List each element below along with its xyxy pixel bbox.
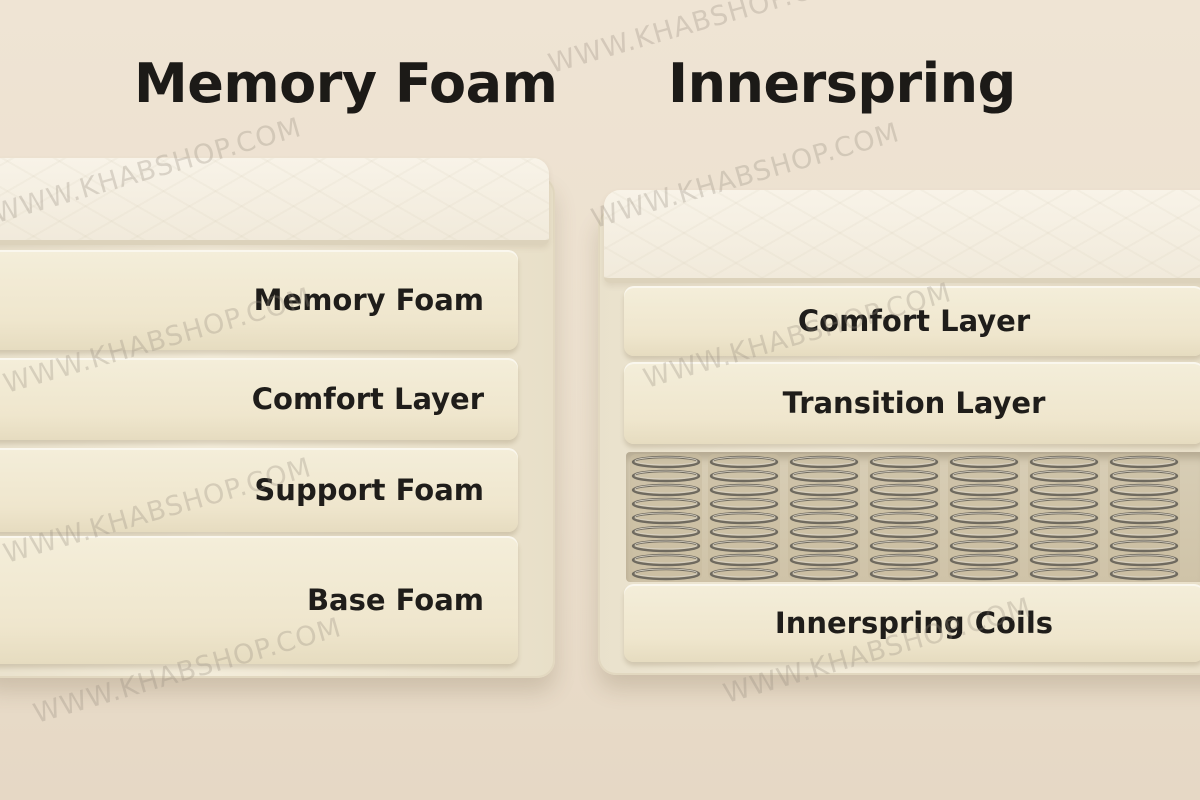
layer-label: Transition Layer <box>782 386 1046 420</box>
spring-coil <box>1108 454 1180 581</box>
layer-comfort: Comfort Layer <box>0 358 518 440</box>
quilted-topper <box>0 158 549 245</box>
layer-comfort: Comfort Layer <box>624 286 1200 356</box>
spring-coil <box>1028 454 1100 581</box>
layer-memory-foam: Memory Foam <box>0 250 518 350</box>
coil-zone <box>626 452 1200 582</box>
layer-label: Comfort Layer <box>251 382 484 416</box>
layer-label: Innerspring Coils <box>774 606 1054 640</box>
quilted-topper <box>604 190 1200 283</box>
layer-label: Base Foam <box>306 583 484 617</box>
innerspring-mattress: Comfort Layer Transition Layer Innerspri… <box>598 190 1200 675</box>
layer-support-foam: Support Foam <box>0 448 518 532</box>
spring-coil <box>948 454 1020 581</box>
spring-coil <box>868 454 940 581</box>
layer-innerspring-coils: Innerspring Coils <box>624 584 1200 662</box>
layer-label: Comfort Layer <box>797 304 1031 338</box>
spring-coil <box>708 454 780 581</box>
layer-transition: Transition Layer <box>624 362 1200 444</box>
spring-coil <box>788 454 860 581</box>
layer-label: Support Foam <box>254 473 484 507</box>
layer-label: Memory Foam <box>253 283 484 317</box>
spring-coils <box>630 454 1180 581</box>
innerspring-title: Innerspring <box>668 52 1016 115</box>
memory-foam-mattress: Memory Foam Comfort Layer Support Foam B… <box>0 158 555 678</box>
layer-base-foam: Base Foam <box>0 536 518 664</box>
memory-foam-title: Memory Foam <box>134 52 558 115</box>
spring-coil <box>630 454 702 581</box>
